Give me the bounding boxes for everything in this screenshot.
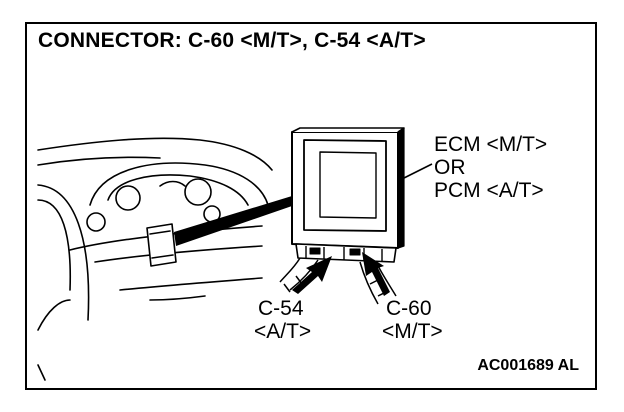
connector-c54-variant: <A/T>	[254, 320, 312, 343]
vent-left	[86, 212, 106, 232]
pointer-wedge	[174, 196, 292, 246]
figure-frame	[25, 22, 597, 390]
dashboard-outline	[37, 137, 273, 171]
gauge-left	[115, 185, 141, 211]
wire-harness	[279, 257, 397, 305]
arrow-c54	[292, 256, 332, 294]
arrow-c60	[362, 252, 390, 296]
steering-wheel	[37, 199, 72, 291]
connector-c60-variant: <M/T>	[382, 320, 443, 343]
unit-label-or: OR	[434, 156, 466, 179]
gauge-right	[184, 178, 212, 206]
figure-title: CONNECTOR: C-60 <M/T>, C-54 <A/T>	[38, 29, 426, 52]
connector-row	[295, 243, 397, 263]
unit-label-pcm: PCM <A/T>	[434, 179, 544, 202]
connector-c54-label: C-54	[258, 297, 304, 320]
ecm-location-box	[146, 223, 177, 267]
unit-label-ecm: ECM <M/T>	[434, 133, 548, 156]
figure-code: AC001689 AL	[477, 357, 579, 374]
leader-line	[403, 163, 433, 179]
instrument-cluster	[89, 162, 269, 206]
ecm-unit	[291, 127, 405, 263]
connector-c60-label: C-60	[386, 297, 432, 320]
